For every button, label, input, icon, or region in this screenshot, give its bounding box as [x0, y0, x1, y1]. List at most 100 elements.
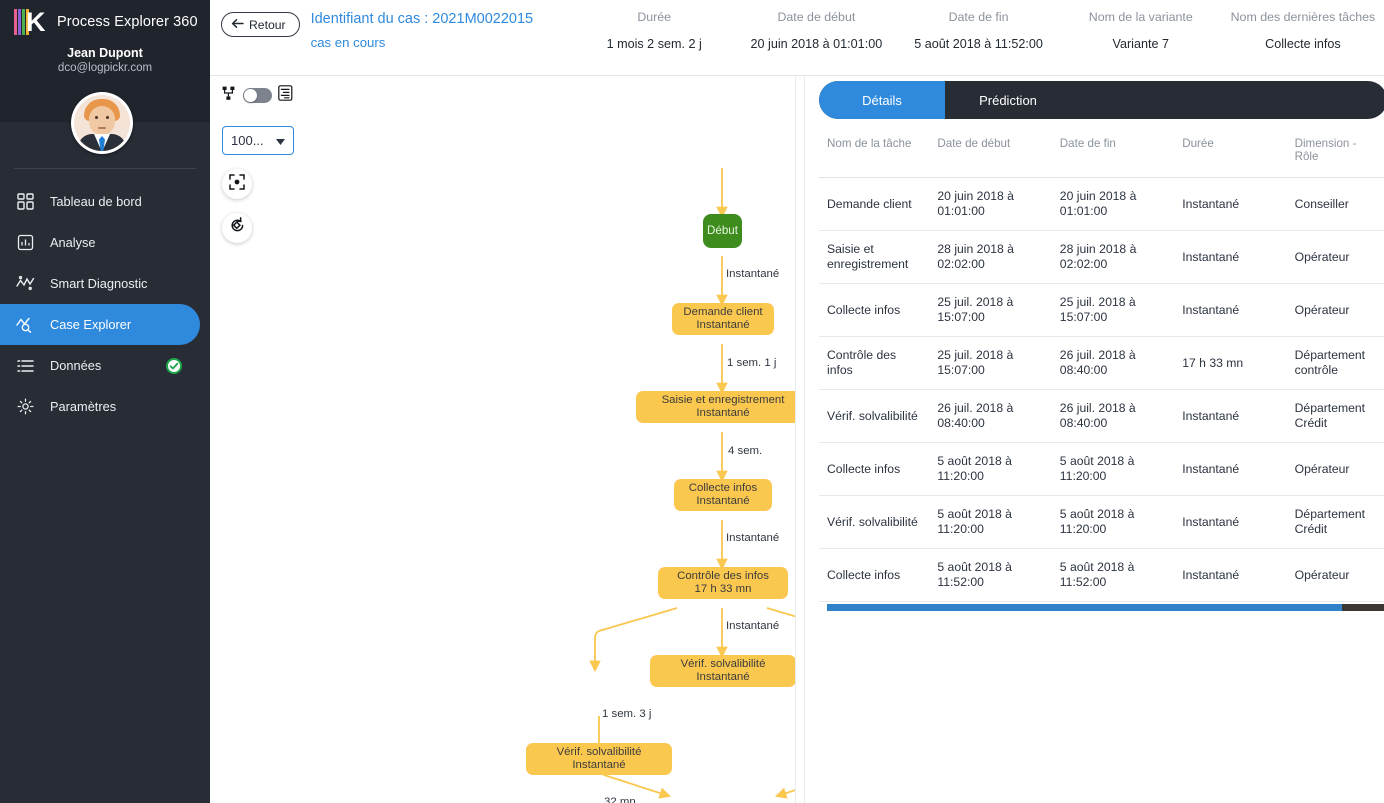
graph-node-label: Collecte infos [688, 481, 758, 494]
col-date-fin[interactable]: Date de fin [1051, 131, 1175, 178]
scrollbar-thumb[interactable] [827, 604, 1343, 611]
graph-node-duration: Instantané [696, 407, 750, 419]
table-cell: 5 août 2018 à 11:20:00 [1051, 495, 1175, 549]
view-mode-toggle[interactable] [243, 88, 272, 103]
sidebar-nav: Tableau de bord Analyse [0, 181, 210, 427]
content-area: 100... [210, 76, 1384, 803]
gear-icon [14, 396, 36, 418]
table-cell: 26 juil. 2018 à 08:40:00 [1051, 389, 1175, 443]
sidebar-item-parametres[interactable]: Paramètres [0, 386, 200, 427]
table-cell: Demande client [819, 177, 930, 231]
meta-variante: Nom de la variante Variante 7 [1060, 10, 1222, 51]
table-cell: Opérateur [1286, 442, 1384, 496]
sidebar-item-tableau-de-bord[interactable]: Tableau de bord [0, 181, 200, 222]
back-button[interactable]: Retour [221, 12, 300, 37]
table-cell: Opérateur [1286, 548, 1384, 602]
fit-to-screen-button[interactable] [222, 169, 252, 199]
reset-layout-button[interactable] [222, 213, 252, 243]
arrow-left-icon [231, 18, 244, 32]
table-cell: Instantané [1174, 442, 1287, 496]
topbar: Retour Identifiant du cas : 2021M0022015… [210, 0, 1384, 76]
process-graph-panel: 100... [210, 76, 796, 803]
sidebar-item-label: Paramètres [50, 399, 117, 414]
table-cell: 5 août 2018 à 11:52:00 [1051, 548, 1175, 602]
chevron-down-icon [276, 132, 285, 150]
tasks-table: Nom de la tâche Date de début Date de fi… [819, 131, 1384, 602]
avatar[interactable] [71, 92, 133, 154]
process-graph-icon[interactable] [222, 86, 237, 106]
case-id-link[interactable]: Identifiant du cas : 2021M0022015 [310, 11, 534, 27]
case-state-link[interactable]: cas en cours [310, 35, 386, 50]
table-cell: Instantané [1174, 177, 1287, 231]
graph-node-duration: Instantané [696, 671, 750, 683]
sidebar-divider [14, 168, 196, 169]
document-list-icon[interactable] [278, 85, 293, 106]
meta-date-fin: Date de fin 5 août 2018 à 11:52:00 [897, 10, 1059, 51]
col-duree[interactable]: Durée [1174, 131, 1287, 178]
sidebar-item-label: Smart Diagnostic [50, 276, 148, 291]
col-nom-tache[interactable]: Nom de la tâche [819, 131, 930, 178]
meta-label: Date de début [777, 10, 856, 24]
user-email: dco@logpickr.com [57, 62, 153, 74]
tab-details[interactable]: Détails [819, 81, 945, 119]
meta-label: Date de fin [948, 10, 1009, 24]
sidebar-item-label: Données [50, 358, 102, 373]
sidebar-item-smart-diagnostic[interactable]: Smart Diagnostic [0, 263, 200, 304]
graph-edge-label: Instantané [726, 268, 780, 280]
table-cell: Département contrôle [1286, 336, 1384, 390]
graph-node[interactable]: Début [703, 214, 742, 248]
graph-edge-label: 1 sem. 1 j [727, 357, 777, 369]
meta-value: Variante 7 [1112, 37, 1169, 51]
table-horizontal-scrollbar[interactable] [827, 604, 1384, 611]
tab-prediction[interactable]: Prédiction [979, 92, 1037, 108]
sidebar-item-donnees[interactable]: Données [0, 345, 200, 386]
col-date-debut[interactable]: Date de début [929, 131, 1052, 178]
col-dimension-role[interactable]: Dimension - Rôle [1286, 131, 1384, 178]
dashboard-icon [14, 191, 36, 213]
details-panel: Détails Prédiction Nom de la tâche Date … [805, 76, 1384, 803]
meta-label: Nom des dernières tâches [1230, 10, 1376, 24]
zoom-level-select[interactable]: 100... [222, 126, 294, 155]
case-identity: Identifiant du cas : 2021M0022015 cas en… [311, 11, 534, 50]
back-button-label: Retour [249, 17, 286, 32]
graph-edge-label: Instantané [726, 620, 780, 632]
table-cell: Collecte infos [819, 283, 930, 337]
meta-date-debut: Date de début 20 juin 2018 à 01:01:00 [735, 10, 897, 51]
sidebar-item-case-explorer[interactable]: Case Explorer [0, 304, 200, 345]
meta-label: Durée [637, 10, 672, 24]
user-info: Jean Dupont dco@logpickr.com [0, 46, 210, 74]
table-cell: Instantané [1174, 548, 1287, 602]
table-cell: Opérateur [1286, 230, 1384, 284]
table-cell: 28 juin 2018 à 02:02:00 [929, 230, 1052, 284]
table-cell: 25 juil. 2018 à 15:07:00 [929, 283, 1052, 337]
table-cell: 20 juin 2018 à 01:01:00 [1051, 177, 1175, 231]
graph-node-duration: Instantané [696, 495, 750, 507]
sidebar-item-label: Tableau de bord [50, 194, 142, 209]
table-cell: Département Crédit [1286, 495, 1384, 549]
table-cell: Département Crédit [1286, 389, 1384, 443]
sidebar-item-analyse[interactable]: Analyse [0, 222, 200, 263]
graph-edge-label: 32 mn [604, 796, 636, 803]
meta-value: 5 août 2018 à 11:52:00 [914, 37, 1043, 51]
table-header-row: Nom de la tâche Date de début Date de fi… [819, 131, 1384, 178]
graph-edge-label: 1 sem. 3 j [602, 708, 652, 720]
sidebar-item-label: Case Explorer [50, 317, 132, 332]
table-cell: 5 août 2018 à 11:52:00 [929, 548, 1052, 602]
